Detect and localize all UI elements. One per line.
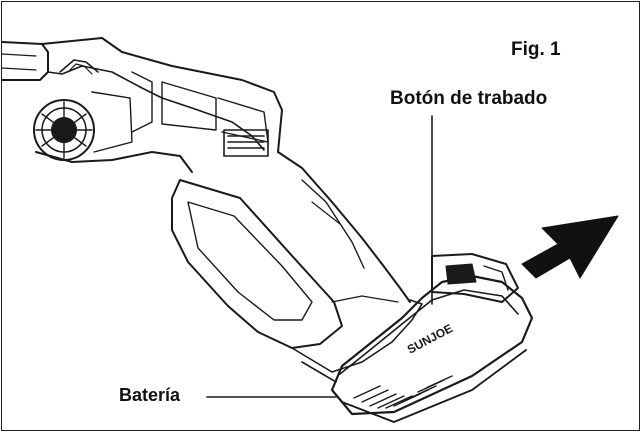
- battery-mount: [291, 295, 423, 383]
- figure-number-label: Fig. 1: [511, 39, 561, 60]
- tension-knob: [33, 99, 95, 161]
- removal-arrow-icon: [521, 215, 619, 279]
- battery-callout: Batería: [119, 385, 181, 405]
- guide-bar: [2, 41, 49, 81]
- battery-brand-badge: SUNJOE: [405, 321, 455, 357]
- vent-grille: [223, 129, 269, 157]
- battery-pack: [330, 253, 534, 423]
- battery-brand-text: SUNJOE: [405, 321, 455, 357]
- lock-button-callout: Botón de trabado: [390, 88, 548, 109]
- saw-body: [35, 37, 411, 303]
